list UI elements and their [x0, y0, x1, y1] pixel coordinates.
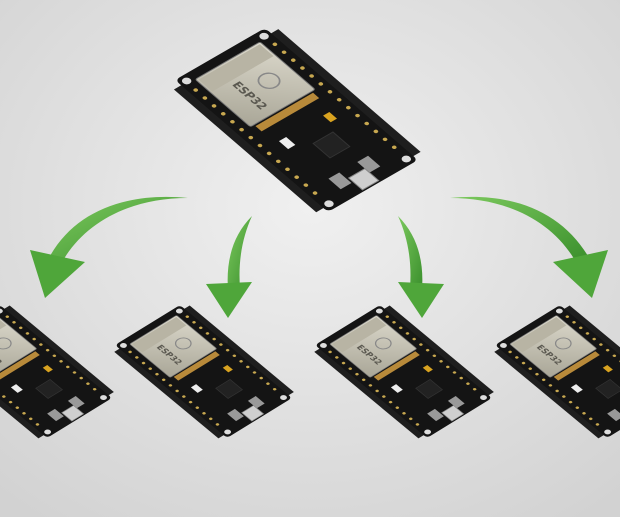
- arrow-left-inner: [206, 216, 252, 318]
- target-board-3: ESP32: [309, 301, 498, 442]
- target-board-1: ESP32: [0, 301, 118, 442]
- target-board-4: ESP32: [489, 301, 620, 442]
- arrow-left-outer: [30, 196, 188, 298]
- target-board-2: ESP32: [109, 301, 298, 442]
- arrow-right-inner: [398, 216, 444, 318]
- arrow-right-outer: [450, 196, 608, 298]
- source-board: ESP32: [166, 22, 427, 218]
